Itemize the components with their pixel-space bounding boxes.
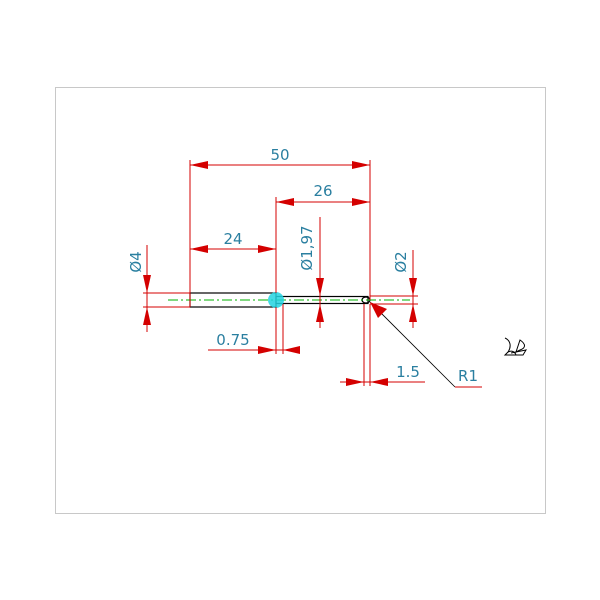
dim-text-1-5: 1.5 [396, 363, 420, 381]
dim-text-0-75: 0.75 [216, 331, 249, 349]
dimension-dia-4: Ø4 [127, 245, 190, 332]
dimension-50: 50 [189, 146, 371, 307]
dim-text-dia-4: Ø4 [127, 251, 145, 272]
dimension-26: 26 [275, 182, 370, 293]
sailboat-icon [503, 337, 528, 356]
dimension-dia-1-97: Ø1,97 [298, 217, 324, 328]
dimension-dia-2: Ø2 [370, 250, 418, 328]
selection-grip[interactable] [268, 292, 284, 308]
dim-text-dia-2: Ø2 [392, 251, 410, 272]
dimension-1-5: 1.5 [340, 304, 425, 386]
drawing-frame [55, 87, 546, 514]
dim-text-24: 24 [223, 230, 242, 248]
dimension-24: 24 [190, 230, 276, 253]
dim-text-dia-1-97: Ø1,97 [298, 225, 316, 270]
dim-text-26: 26 [313, 182, 332, 200]
dimension-r1: R1 [369, 301, 482, 388]
dim-text-r1: R1 [458, 367, 478, 385]
dim-text-50: 50 [270, 146, 289, 164]
dimension-0-75: 0.75 [208, 304, 300, 354]
